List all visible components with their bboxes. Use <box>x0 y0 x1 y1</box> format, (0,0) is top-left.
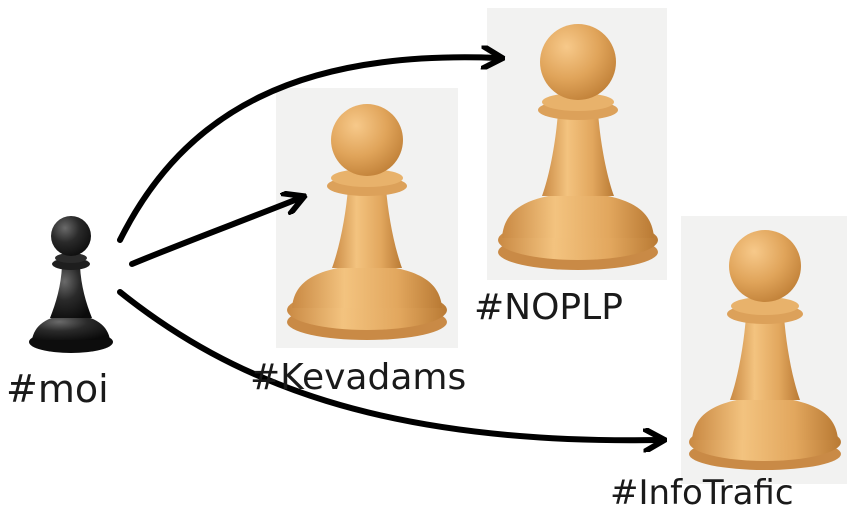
black-pawn-icon <box>29 216 113 353</box>
arrow-to-noplp <box>117 57 498 243</box>
label-infotrafic: #InfoTrafic <box>610 473 794 511</box>
wood-pawn-infotrafic-icon <box>689 230 841 470</box>
label-moi: #moi <box>6 367 109 411</box>
arrow-to-infotrafic <box>117 289 660 440</box>
wood-pawn-noplp-icon <box>498 24 658 270</box>
arrow-to-kevadams <box>129 198 300 267</box>
wood-pawn-kevadams-icon <box>287 104 447 340</box>
label-kevadams: #Kevadams <box>250 357 467 398</box>
label-noplp: #NOPLP <box>474 287 623 328</box>
